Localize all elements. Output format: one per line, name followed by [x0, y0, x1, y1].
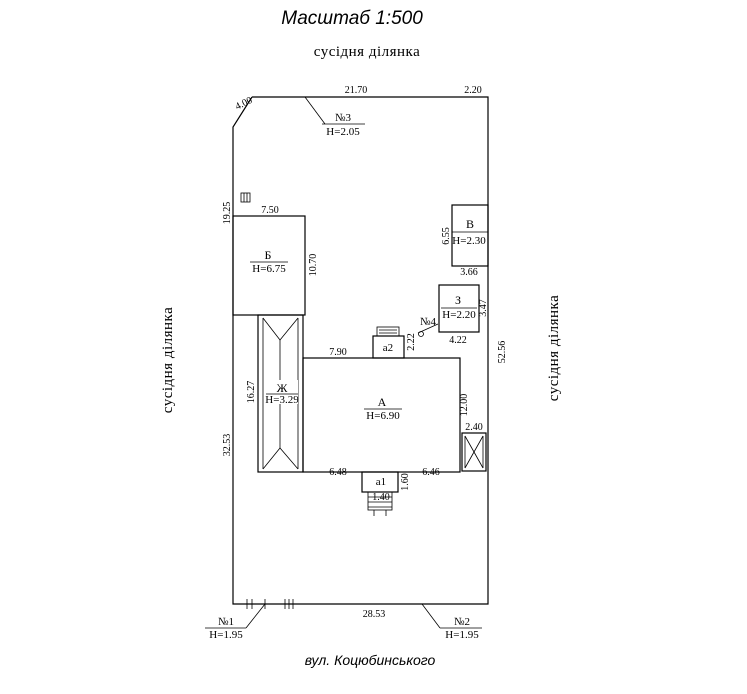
plot-boundary [232, 96, 489, 605]
dim-left-lower: 32.53 [222, 434, 233, 457]
dim-a2-depth: 2.22 [406, 333, 417, 351]
dim-a-width: 7.90 [329, 347, 347, 358]
neighbor-label-top: сусідня ділянка [314, 44, 421, 60]
building-zh: 16.27 Ж Н=3.29 [246, 314, 304, 473]
dim-left-upper: 19.25 [222, 202, 233, 225]
dim-b-width: 7.50 [261, 205, 279, 216]
building-z: З Н=2.20 4.22 3.47 [438, 284, 489, 346]
dim-a1-depth: 1.60 [400, 473, 411, 491]
dim-b-height: 10.70 [308, 254, 319, 277]
building-v: В Н=2.30 6.55 3.66 [441, 204, 489, 278]
extension-a2: а2 2.22 [372, 326, 417, 359]
well-icon [240, 192, 251, 203]
dim-a-bottom-left: 6.48 [329, 467, 347, 478]
neighbor-label-right: сусідня ділянка [546, 295, 562, 402]
dim-z-width: 4.22 [449, 335, 467, 346]
building-b-letter: Б [265, 248, 272, 262]
dim-v-width: 3.66 [460, 267, 478, 278]
point-marker-4: №4 [417, 316, 439, 337]
street-label: вул. Коцюбинського [305, 652, 436, 668]
point-2-height: Н=1.95 [445, 629, 479, 641]
building-zh-letter: Ж [277, 381, 288, 395]
dim-z-height: 3.47 [478, 299, 489, 317]
building-b-height: Н=6.75 [252, 263, 286, 275]
extension-a1: а1 1.40 1.60 [361, 471, 411, 516]
extension-a2-label: а2 [383, 342, 393, 354]
dim-v-height: 6.55 [441, 227, 452, 245]
building-zh-height: Н=3.29 [265, 394, 299, 406]
building-a-letter: А [378, 395, 387, 409]
dim-a-bottom-right: 6.46 [422, 467, 440, 478]
point-marker-1: №1 Н=1.95 [205, 603, 266, 641]
point-marker-3: №3 Н=2.05 [304, 96, 365, 138]
building-z-letter: З [455, 293, 461, 307]
dim-toilet-width: 2.40 [465, 422, 483, 433]
dim-bottom: 28.53 [363, 609, 386, 620]
point-marker-2: №2 Н=1.95 [421, 603, 482, 641]
point-3-height: Н=2.05 [326, 126, 360, 138]
dim-top: 21.70 [345, 85, 368, 96]
building-z-height: Н=2.20 [442, 309, 476, 321]
outhouse: 2.40 [461, 422, 487, 472]
building-v-height: Н=2.30 [452, 235, 486, 247]
extension-a1-label: а1 [376, 476, 386, 488]
dim-a-height: 12.00 [459, 394, 470, 417]
building-b: 7.50 10.70 Б Н=6.75 [232, 205, 319, 316]
point-1-no: №1 [218, 616, 234, 628]
building-v-letter: В [466, 217, 474, 231]
building-a-height: Н=6.90 [366, 410, 400, 422]
building-a: 7.90 12.00 6.48 6.46 А Н=6.90 [302, 347, 470, 478]
dim-zh-height: 16.27 [246, 381, 257, 404]
plan-title: Масштаб 1:500 [281, 8, 423, 29]
point-3-no: №3 [335, 112, 351, 124]
neighbor-label-left: сусідня ділянка [160, 307, 176, 414]
point-4-no: №4 [420, 316, 436, 328]
point-1-height: Н=1.95 [209, 629, 243, 641]
dim-a1-width: 1.40 [372, 492, 390, 503]
dim-right: 52.56 [497, 341, 508, 364]
dim-top-right: 2.20 [464, 85, 482, 96]
point-2-no: №2 [454, 616, 470, 628]
